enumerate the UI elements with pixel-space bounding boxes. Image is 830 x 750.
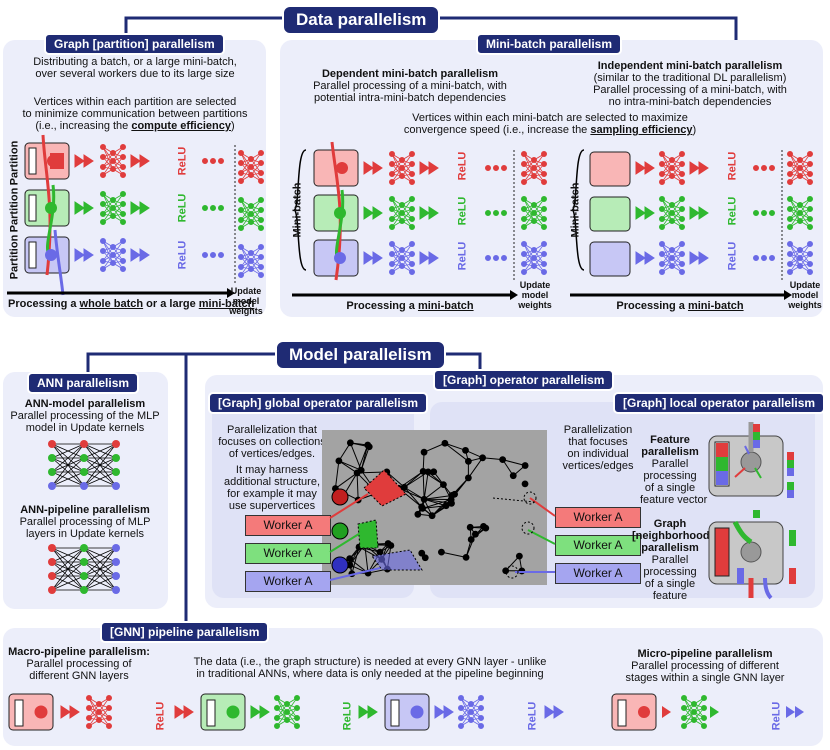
dep-mb-desc-1: Parallel processing of a mini-batch, wit… — [313, 80, 507, 92]
macro-relu-green: ReLU — [341, 701, 354, 731]
ind-arrow-caption: Processing a mini-batch — [616, 300, 744, 312]
dep-mb-title: Dependent mini-batch parallelism — [321, 68, 499, 80]
worker-a-green-global: Worker A — [245, 543, 331, 564]
micro-pipeline-desc-1: Parallel processing of different — [631, 660, 779, 672]
neigh-desc-3: of a single — [644, 578, 696, 590]
micro-relu-blue: ReLU — [770, 701, 783, 731]
global-desc-1: Parallelization that — [227, 424, 317, 436]
gp-arrow-caption: Processing a whole batch or a large mini… — [8, 298, 255, 310]
pipeline-note-1: The data (i.e., the graph structure) is … — [193, 656, 547, 668]
neigh-desc-4: feature — [652, 590, 688, 602]
macro-pipeline-title: Macro-pipeline parallelism: — [8, 646, 150, 658]
neigh-desc-1: Parallel — [651, 554, 689, 566]
neighborhood-parallelism-figure — [708, 510, 796, 600]
local-desc-1: Parallelization — [563, 424, 633, 436]
gp-desc-1: Distributing a batch, or a large mini-ba… — [33, 56, 237, 68]
feature-title-1: Feature — [650, 434, 690, 446]
ann-pipe-desc-2: layers in Update kernels — [25, 528, 144, 540]
macro-pipeline-desc-1: Parallel processing of — [26, 658, 132, 670]
mb-sel-2: convergence speed (i.e., increase the sa… — [403, 124, 697, 136]
macro-relu-red: ReLU — [154, 701, 167, 731]
micro-pipeline-desc-2: stages within a single GNN layer — [625, 672, 785, 684]
global-desc-5: additional structure, — [224, 476, 320, 488]
ann-panel — [3, 372, 168, 609]
local-desc-2: that focuses — [568, 436, 628, 448]
operator-parallelism-title: [Graph] operator parallelism — [433, 369, 615, 391]
pipeline-note-2: in traditional ANNs, where data is only … — [196, 668, 544, 680]
gp-desc-2: over several workers due to its large si… — [35, 68, 235, 80]
feature-title-2: parallelism — [641, 446, 699, 458]
mb-sel-1: Vertices within each mini-batch are sele… — [412, 112, 688, 124]
ann-model-desc-2: model in Update kernels — [25, 422, 145, 434]
macro-pipeline-figure — [8, 693, 564, 731]
ann-model-title: ANN-model parallelism — [24, 398, 146, 410]
graph-partition-rows — [7, 134, 264, 298]
macro-pipeline-desc-2: different GNN layers — [29, 670, 129, 682]
worker-a-blue-global: Worker A — [245, 571, 331, 592]
ind-update-label: Update model weights — [788, 280, 822, 310]
minibatch-arrows — [292, 290, 792, 300]
dep-update-label: Update model weights — [518, 280, 552, 310]
feature-desc-2: processing — [643, 470, 697, 482]
minibatch-panel — [280, 40, 823, 317]
graph-partition-title: Graph [partition] parallelism — [44, 33, 225, 55]
feature-parallelism-figure — [708, 422, 794, 498]
local-operator-title: [Graph] local operator parallelism — [613, 392, 826, 414]
macro-relu-blue: ReLU — [526, 701, 539, 731]
neigh-desc-2: processing — [643, 566, 697, 578]
micro-pipeline-title: Micro-pipeline parallelism — [637, 648, 773, 660]
ann-model-desc-1: Parallel processing of the MLP — [10, 410, 160, 422]
feature-desc-3: of a single — [644, 482, 696, 494]
neigh-title-1: Graph — [653, 518, 687, 530]
local-desc-3: on individual — [567, 448, 629, 460]
ind-mb-title: Independent mini-batch parallelism — [597, 60, 783, 72]
gnn-pipeline-title: [GNN] pipeline parallelism — [100, 621, 270, 643]
dependent-minibatch-rows — [293, 141, 547, 281]
gp-desc-3: Vertices within each partition are selec… — [33, 96, 237, 108]
worker-a-blue-local: Worker A — [555, 563, 641, 584]
neigh-title-3: parallelism — [641, 542, 699, 554]
ann-pipeline-network — [48, 544, 120, 594]
gp-desc-5: (i.e., increasing the compute efficiency… — [35, 120, 235, 132]
worker-a-green-local: Worker A — [555, 535, 641, 556]
ann-model-network — [48, 440, 120, 490]
gp-desc-4: to minimize communication between partit… — [22, 108, 248, 120]
global-desc-2: focuses on collections — [218, 436, 326, 448]
feature-desc-4: feature vector — [640, 494, 708, 506]
global-operator-title: [Graph] global operator parallelism — [208, 392, 429, 414]
ann-pipe-desc-1: Parallel processing of MLP — [19, 516, 151, 528]
dep-mb-desc-2: potential intra-mini-batch dependencies — [313, 92, 506, 104]
big-graph — [322, 430, 547, 585]
global-desc-3: of vertices/edges. — [228, 448, 316, 460]
worker-a-red-global: Worker A — [245, 515, 331, 536]
ind-mb-desc-3: no intra-mini-batch dependencies — [608, 96, 772, 108]
dep-arrow-caption: Processing a mini-batch — [346, 300, 474, 312]
micro-pipeline-figure — [611, 693, 804, 731]
ind-mb-desc-1: (similar to the traditional DL paralleli… — [593, 72, 787, 84]
independent-minibatch-rows — [571, 149, 813, 280]
global-desc-7: use supervertices — [228, 500, 316, 512]
minibatch-title: Mini-batch parallelism — [476, 33, 623, 55]
local-desc-4: vertices/edges — [562, 460, 634, 472]
ind-mb-desc-2: Parallel processing of a mini-batch, wit… — [593, 84, 787, 96]
ann-pipe-title: ANN-pipeline parallelism — [20, 504, 150, 516]
feature-desc-1: Parallel — [651, 458, 689, 470]
neigh-title-2: [neighborhood] — [632, 530, 714, 542]
ann-parallelism-title: ANN parallelism — [27, 372, 140, 394]
gp-update-label: Update model weights — [229, 286, 263, 316]
model-parallelism-title: Model parallelism — [275, 340, 446, 370]
worker-a-red-local: Worker A — [555, 507, 641, 528]
global-desc-6: for example it may — [227, 488, 317, 500]
data-parallelism-title: Data parallelism — [282, 5, 441, 35]
global-desc-4: It may harness — [235, 464, 309, 476]
